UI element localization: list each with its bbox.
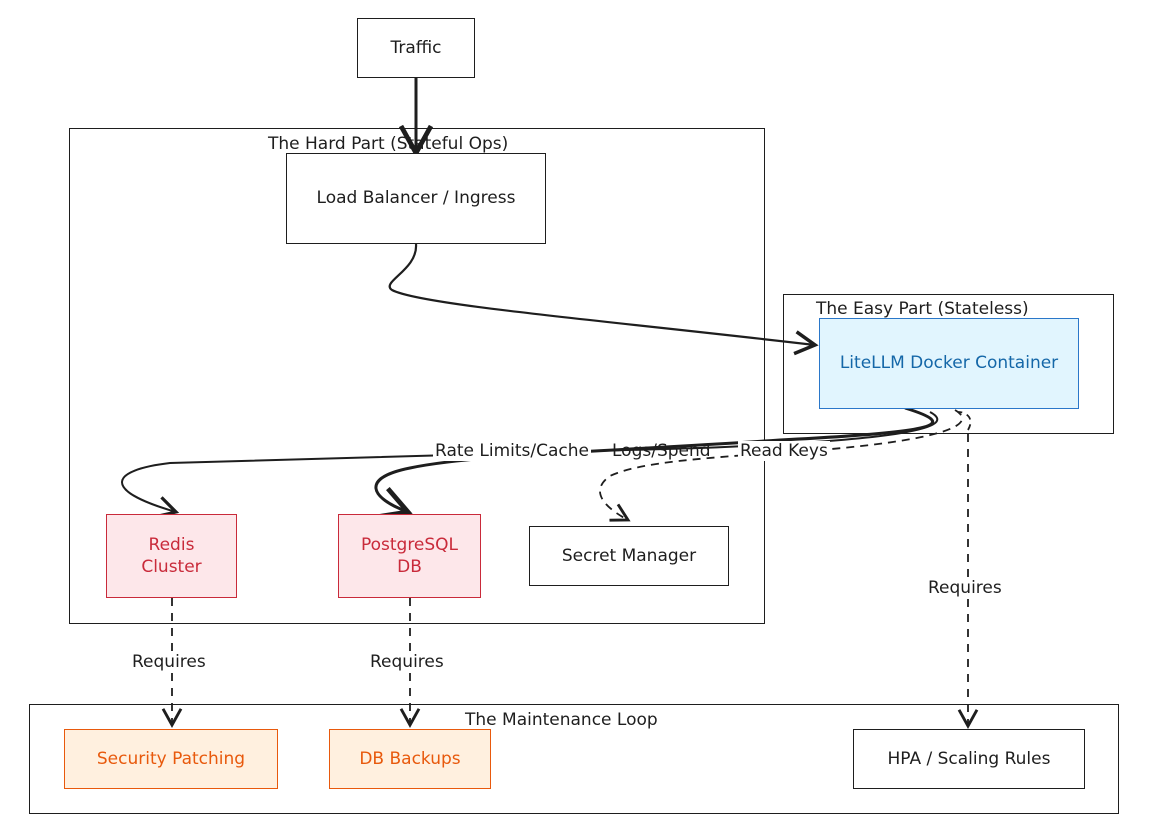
group-hard-part: [69, 128, 765, 624]
node-load-balancer[interactable]: Load Balancer / Ingress: [286, 153, 546, 244]
edge-label-logs-spend: Logs/Spend: [612, 441, 711, 461]
group-maintenance-title: The Maintenance Loop: [465, 710, 658, 730]
edge-label-rate-limits: Rate Limits/Cache: [433, 441, 591, 461]
group-easy-part-title: The Easy Part (Stateless): [816, 299, 1029, 319]
edge-label-requires-postgres: Requires: [368, 652, 446, 672]
node-postgresql-db[interactable]: PostgreSQL DB: [338, 514, 481, 598]
node-redis-cluster[interactable]: Redis Cluster: [106, 514, 237, 598]
node-hpa-scaling-rules[interactable]: HPA / Scaling Rules: [853, 729, 1085, 789]
edge-label-read-keys: Read Keys: [738, 441, 830, 461]
group-maintenance: [29, 704, 1119, 814]
node-db-backups[interactable]: DB Backups: [329, 729, 491, 789]
edge-label-requires-litellm: Requires: [926, 578, 1004, 598]
edge-litellm-to-secret-manager: [599, 409, 963, 522]
node-litellm-container[interactable]: LiteLLM Docker Container: [819, 318, 1079, 409]
node-secret-manager[interactable]: Secret Manager: [529, 526, 729, 586]
edge-litellm-hook: [957, 411, 972, 431]
edge-label-requires-redis: Requires: [130, 652, 208, 672]
group-easy-part: [783, 294, 1114, 434]
node-traffic[interactable]: Traffic: [357, 18, 475, 78]
edge-litellm-to-postgres: [374, 406, 935, 520]
node-security-patching[interactable]: Security Patching: [64, 729, 278, 789]
group-hard-part-title: The Hard Part (Stateful Ops): [268, 134, 509, 154]
edge-lb-to-litellm: [388, 243, 819, 356]
